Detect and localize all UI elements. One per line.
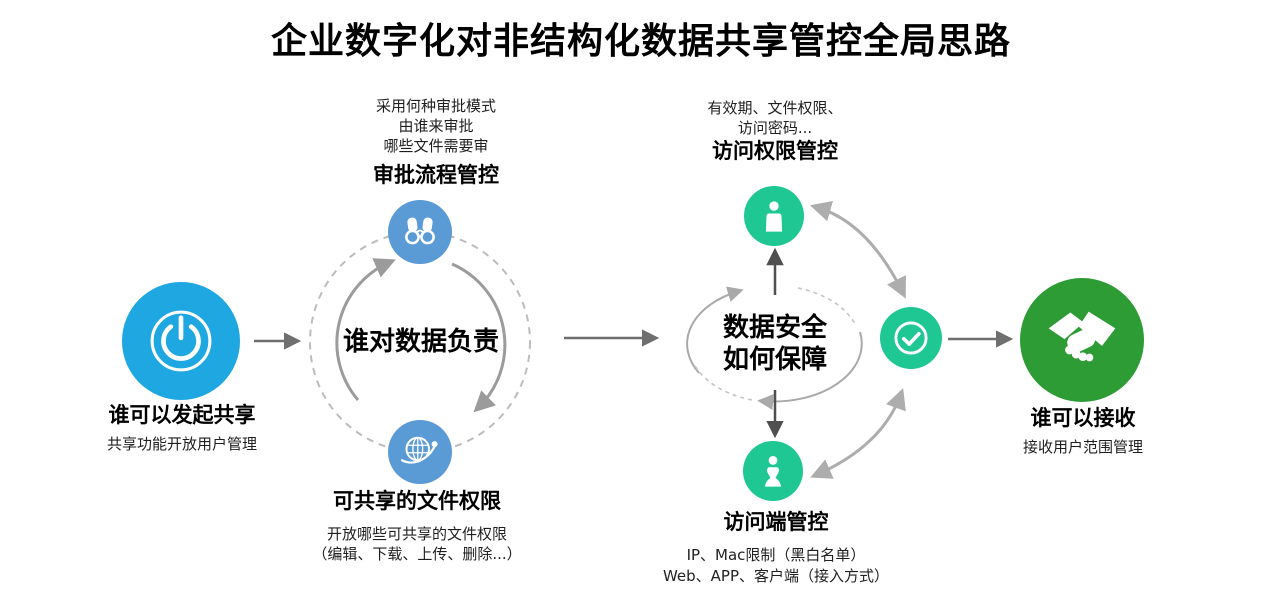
cycle-arrow-left — [335, 258, 396, 401]
receiver-circle — [1020, 278, 1144, 402]
approval-note: 采用何种审批模式 — [375, 97, 496, 115]
mini-cycle-arrow-top-left — [686, 286, 744, 374]
endpoint-note: Web、APP、客户端（接入方式） — [662, 567, 890, 585]
initiator-caption: 共享功能开放用户管理 — [106, 435, 258, 453]
approval-circle — [388, 200, 452, 264]
endpoint-control-circle — [743, 441, 803, 501]
receiver-heading: 谁可以接收 — [1030, 406, 1136, 430]
cycle-arrow-right — [451, 262, 507, 413]
share-scope-circle — [388, 420, 452, 484]
handshake-icon — [1048, 311, 1116, 362]
globe-icon — [400, 436, 438, 464]
responsibility-center-label: 谁对数据负责 — [342, 327, 500, 357]
curve-access-to-check — [809, 200, 906, 299]
mini-cycle-dash-bottom-left — [693, 363, 753, 401]
curve-endpoint-to-check — [810, 388, 906, 479]
access-control-note: 有效期、文件权限、 — [707, 99, 843, 117]
receiver-caption: 接收用户范围管理 — [1022, 438, 1144, 456]
mini-cycle-dash-top-right — [797, 287, 857, 327]
check-circle — [880, 307, 942, 369]
check-icon — [894, 321, 928, 355]
page-title: 企业数字化对非结构化数据共享管控全局思路 — [270, 21, 1012, 62]
share-scope-heading: 可共享的文件权限 — [333, 489, 501, 513]
mini-cycle-arrow-bottom-right — [757, 331, 863, 410]
binoculars-icon — [405, 217, 435, 245]
access-control-heading: 访问权限管控 — [711, 139, 838, 163]
security-center-line1: 数据安全 — [722, 313, 828, 343]
endpoint-note: IP、Mac限制（黑白名单） — [686, 546, 866, 564]
endpoint-heading: 访问端管控 — [723, 510, 829, 534]
access-control-note: 访问密码... — [737, 119, 813, 137]
share-scope-note: （编辑、下载、上传、删除...） — [312, 545, 522, 563]
share-scope-note: 开放哪些可共享的文件权限 — [326, 525, 507, 543]
security-center-line2: 如何保障 — [722, 345, 828, 375]
access-control-circle — [744, 186, 804, 246]
approval-note: 由谁来审批 — [398, 117, 474, 135]
power-icon — [150, 310, 212, 372]
user-icon — [765, 201, 783, 232]
user-icon — [764, 456, 782, 487]
approval-note: 哪些文件需要审 — [383, 137, 489, 155]
initiator-circle — [122, 282, 240, 400]
initiator-heading: 谁可以发起共享 — [108, 403, 256, 427]
approval-heading: 审批流程管控 — [373, 163, 499, 187]
